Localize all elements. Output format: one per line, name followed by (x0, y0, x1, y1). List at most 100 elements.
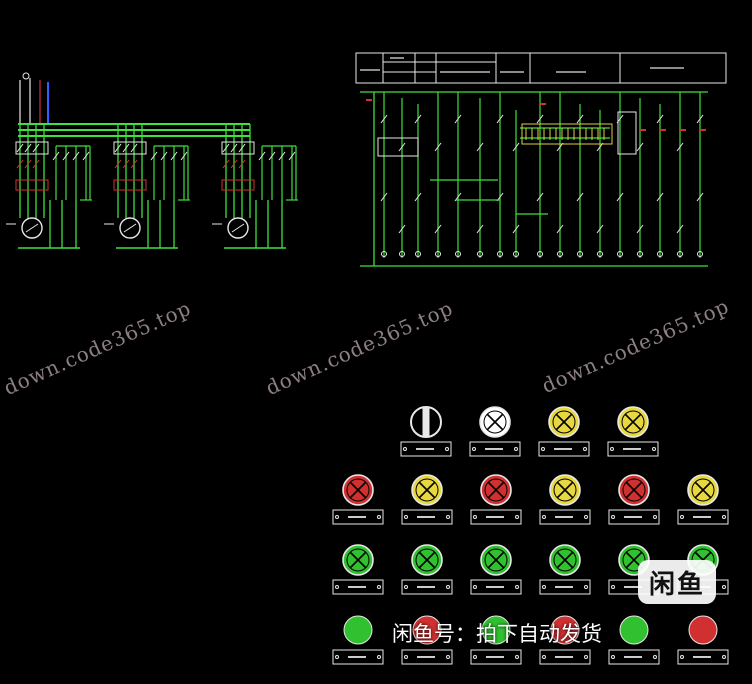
nameplate-screw (472, 447, 476, 451)
panel-device-4-5 (608, 615, 660, 665)
pilot-lamp-ring (346, 478, 370, 502)
nameplate-screw (542, 585, 546, 589)
panel-device-4-3 (470, 615, 522, 665)
pushbutton-icon (619, 615, 649, 645)
relay-coil (577, 251, 583, 257)
title-block (355, 52, 727, 84)
panel-device-3-4 (539, 544, 591, 595)
motor-branch-2 (104, 124, 190, 249)
nameplate (470, 649, 522, 665)
relay-coil (381, 251, 387, 257)
nameplate-screw (722, 515, 726, 519)
nameplate (400, 441, 452, 457)
nameplate-screw (584, 655, 588, 659)
nameplate-screw (446, 585, 450, 589)
nameplate (607, 441, 659, 457)
control-contact (676, 224, 684, 234)
panel-device-2-4 (539, 474, 591, 525)
nameplate-screw (514, 447, 518, 451)
pilot-lamp-ring (553, 548, 577, 572)
panel-device-2-1 (332, 474, 384, 525)
panel-device-4-2 (401, 615, 453, 665)
nameplate-screw (584, 585, 588, 589)
pilot-lamp-ring (415, 478, 439, 502)
control-contact (414, 192, 422, 202)
nameplate-screw (680, 515, 684, 519)
panel-device-1-2 (469, 406, 521, 457)
control-contact (696, 192, 704, 202)
main-power-circuit (6, 72, 298, 249)
motor-symbol (119, 217, 141, 239)
control-contact (380, 192, 388, 202)
panel-device-2-6 (677, 474, 729, 525)
panel-device-3-1 (332, 544, 384, 595)
nameplate-screw (446, 515, 450, 519)
nameplate-screw (377, 655, 381, 659)
nameplate-screw (583, 447, 587, 451)
control-contact (676, 142, 684, 152)
panel-device-3-3 (470, 544, 522, 595)
pushbutton-icon (688, 615, 718, 645)
aux-contact (82, 151, 90, 161)
panel-device-3-2 (401, 544, 453, 595)
motor-symbol-stroke (25, 223, 39, 233)
control-contact (434, 224, 442, 234)
contactor-contact (238, 143, 246, 153)
contactor-contact (32, 143, 40, 153)
control-contact (636, 224, 644, 234)
pilot-lamp-cross (624, 413, 642, 431)
relay-coil (455, 251, 461, 257)
nameplate-screw (473, 585, 477, 589)
nameplate-screw (652, 447, 656, 451)
panel-device-1-4 (607, 406, 659, 457)
aux-contact (268, 151, 276, 161)
control-contact (380, 114, 388, 124)
panel-device-4-1 (332, 615, 384, 665)
pushbutton-icon (343, 615, 373, 645)
relay-coil (697, 251, 703, 257)
thermal-relay-contact (24, 159, 32, 169)
panel-device-1-3 (538, 406, 590, 457)
thermal-relay-contact (222, 159, 230, 169)
pilot-lamp-ring (346, 548, 370, 572)
control-contact (576, 114, 584, 124)
pilot-lamp-cross (625, 481, 643, 499)
nameplate-screw (445, 447, 449, 451)
relay-coil (677, 251, 683, 257)
relay-coil (557, 251, 563, 257)
control-contact (656, 192, 664, 202)
contactor-contact (16, 143, 24, 153)
pilot-lamp-ring (621, 410, 645, 434)
nameplate-screw (722, 585, 726, 589)
pilot-lamp-cross (625, 551, 643, 569)
pilot-lamp-cross (694, 481, 712, 499)
breaker-symbol (22, 72, 30, 80)
selector-switch-icon (410, 406, 442, 438)
aux-contact (180, 151, 188, 161)
nameplate (332, 509, 384, 525)
nameplate-screw (680, 655, 684, 659)
controller-module (617, 111, 637, 155)
pilot-lamp-ring (483, 410, 507, 434)
control-contact (616, 192, 624, 202)
relay-coil (435, 251, 441, 257)
nameplate-screw (515, 515, 519, 519)
nameplate (608, 509, 660, 525)
pilot-lamp-cross (349, 551, 367, 569)
nameplate (401, 509, 453, 525)
control-contact (556, 224, 564, 234)
control-contact (596, 224, 604, 234)
nameplate-screw (611, 515, 615, 519)
nameplate-screw (542, 655, 546, 659)
nameplate-screw (446, 655, 450, 659)
aux-contact (278, 151, 286, 161)
pilot-lamp-ring (484, 548, 508, 572)
relay-coil (497, 251, 503, 257)
control-contact (434, 142, 442, 152)
nameplate (538, 441, 590, 457)
contactor-box (113, 141, 147, 155)
nameplate-screw (610, 447, 614, 451)
pilot-lamp-cross (418, 481, 436, 499)
nameplate-screw (377, 585, 381, 589)
relay-coil (657, 251, 663, 257)
